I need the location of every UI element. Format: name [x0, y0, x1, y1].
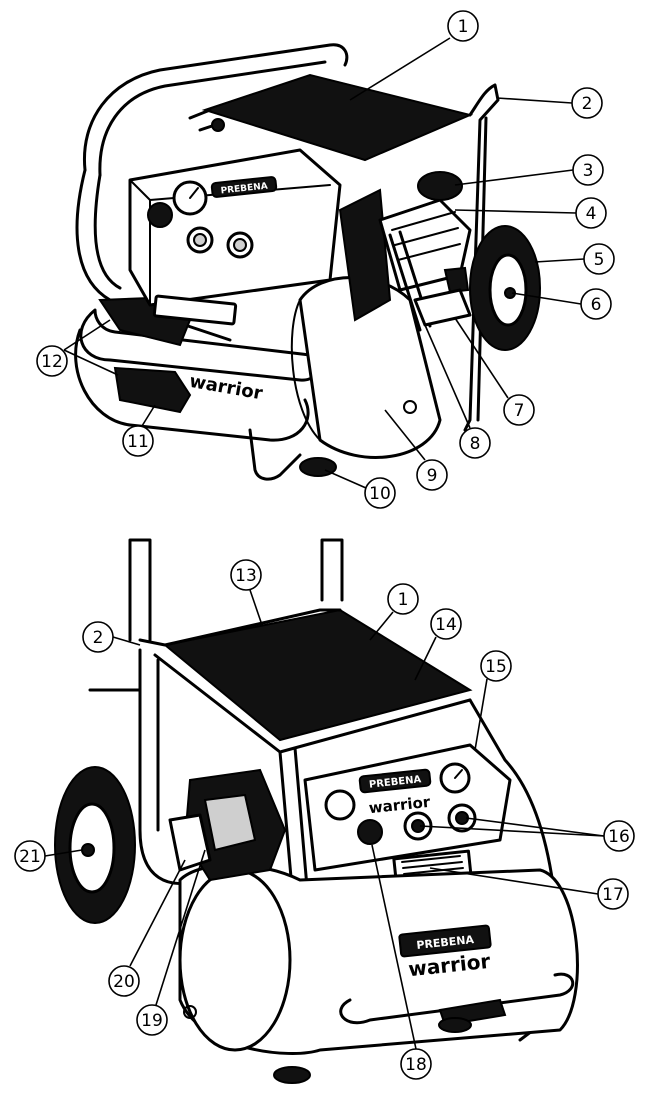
callout-circle	[583, 243, 615, 275]
callout-3: 3	[572, 154, 604, 186]
callout-circle	[387, 583, 419, 615]
pressure-switch-box	[168, 813, 212, 872]
foot-right	[438, 1017, 472, 1033]
callout-14: 14	[430, 608, 462, 640]
callout-circle	[575, 197, 607, 229]
callout-4: 4	[575, 197, 607, 229]
callout-circle	[503, 394, 535, 426]
callout-number: 15	[485, 657, 507, 677]
callout-circle	[364, 477, 396, 509]
callout-7: 7	[503, 394, 535, 426]
callout-number: 1	[398, 590, 409, 610]
callout-circle	[580, 288, 612, 320]
callout-number: 18	[405, 1055, 427, 1075]
pressure-regulator-knob	[147, 202, 173, 228]
callout-number: 20	[113, 972, 135, 992]
callout-number: 10	[369, 484, 391, 504]
panel-brand-label: PREBENA	[220, 182, 268, 197]
callout-circle	[122, 425, 154, 457]
callout-circle	[459, 427, 491, 459]
bottom-view: PREBENA warrior PREBENA warrior	[54, 538, 579, 1084]
callout-circle	[572, 154, 604, 186]
callout-circle	[400, 1048, 432, 1080]
callout-number: 11	[127, 432, 149, 452]
callout-circle	[416, 459, 448, 491]
callout-number: 9	[427, 466, 438, 486]
tank-brand-label: PREBENA	[416, 933, 475, 952]
callout-10: 10	[364, 477, 396, 509]
gauge-left	[324, 789, 356, 821]
callout-number: 6	[591, 295, 602, 315]
callout-circle	[136, 1004, 168, 1036]
callout-15: 15	[480, 650, 512, 682]
callout-2: 2	[82, 621, 114, 653]
callout-17: 17	[597, 878, 629, 910]
callout-circle	[447, 10, 479, 42]
callout-circle	[108, 965, 140, 997]
callout-number: 19	[141, 1011, 163, 1031]
panel-brand-label-rear: PREBENA	[369, 774, 423, 790]
callout-6: 6	[580, 288, 612, 320]
callout-number: 3	[583, 161, 594, 181]
callout-number: 2	[93, 628, 104, 648]
callout-number: 14	[435, 615, 457, 635]
callout-11: 11	[122, 425, 154, 457]
callout-circle	[603, 820, 635, 852]
top-plate	[201, 73, 474, 162]
callout-19: 19	[136, 1004, 168, 1036]
callout-13: 13	[230, 559, 262, 591]
callout-number: 2	[582, 94, 593, 114]
callout-12: 12	[36, 345, 68, 377]
air-filter	[417, 171, 463, 201]
callout-21: 21	[14, 840, 46, 872]
callout-number: 12	[41, 352, 63, 372]
callout-number: 13	[235, 566, 257, 586]
callout-2: 2	[571, 87, 603, 119]
callout-circle	[571, 87, 603, 119]
callout-circle	[82, 621, 114, 653]
callout-1: 1	[447, 10, 479, 42]
regulator-knob-rear	[357, 819, 383, 845]
callout-number: 5	[594, 250, 605, 270]
foot-left	[273, 1066, 311, 1084]
air-tank	[298, 276, 442, 459]
lower-handle-grip	[113, 366, 192, 414]
callout-1: 1	[387, 583, 419, 615]
callout-number: 4	[586, 204, 597, 224]
callout-5: 5	[583, 243, 615, 275]
callout-circle	[36, 345, 68, 377]
callout-18: 18	[400, 1048, 432, 1080]
callout-8: 8	[459, 427, 491, 459]
callout-number: 16	[608, 827, 630, 847]
callout-circle	[230, 559, 262, 591]
callout-16: 16	[603, 820, 635, 852]
callout-number: 21	[19, 847, 41, 867]
callout-number: 1	[458, 17, 469, 37]
callout-9: 9	[416, 459, 448, 491]
pump-head	[378, 198, 472, 292]
callout-circle	[14, 840, 46, 872]
callout-circle	[430, 608, 462, 640]
callout-number: 7	[514, 401, 525, 421]
top-view: PREBENA warrior	[74, 43, 541, 481]
top-plate-rear	[162, 608, 473, 742]
callout-circle	[597, 878, 629, 910]
callout-number: 8	[470, 434, 481, 454]
callout-number: 17	[602, 885, 624, 905]
callout-20: 20	[108, 965, 140, 997]
callout-circle	[480, 650, 512, 682]
leader-lines	[44, 37, 605, 1050]
